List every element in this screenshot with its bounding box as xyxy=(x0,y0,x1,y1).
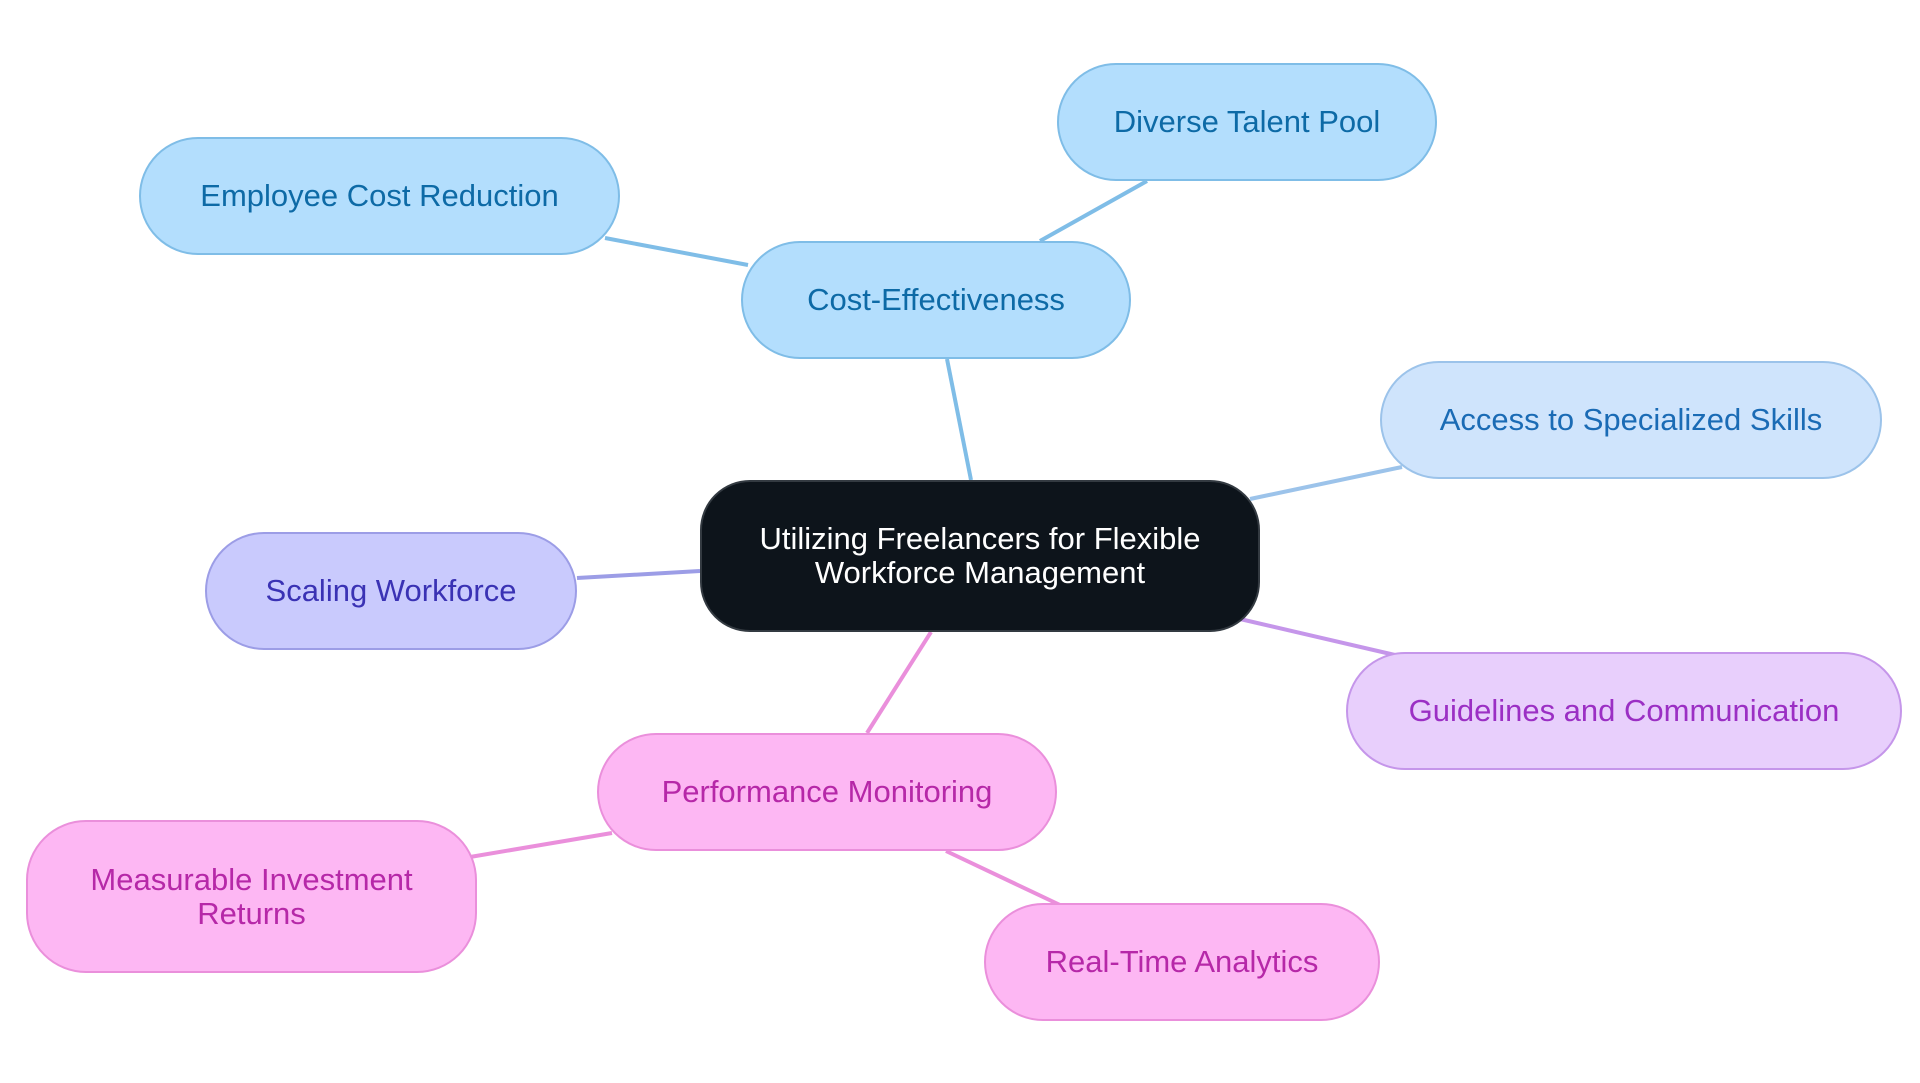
root-label-line1: Utilizing Freelancers for Flexible xyxy=(759,521,1201,556)
edge-performance-realtime xyxy=(945,849,1061,907)
node-guidelines-communication: Guidelines and Communication xyxy=(1346,652,1902,770)
edge-root-access xyxy=(1249,465,1403,501)
root-node: Utilizing Freelancers for Flexible Workf… xyxy=(700,480,1260,632)
node-label: Diverse Talent Pool xyxy=(1113,104,1381,139)
node-label: Cost-Effectiveness xyxy=(807,282,1065,317)
node-employee-cost-reduction: Employee Cost Reduction xyxy=(139,137,620,255)
node-label-line2: Returns xyxy=(197,895,306,931)
node-real-time-analytics: Real-Time Analytics xyxy=(984,903,1380,1021)
edge-root-guidelines xyxy=(1239,617,1396,657)
node-scaling-workforce: Scaling Workforce xyxy=(205,532,577,650)
node-label-line1: Measurable Investment xyxy=(90,861,413,897)
node-access-specialized-skills: Access to Specialized Skills xyxy=(1380,361,1882,479)
edge-cost-diverse xyxy=(1039,179,1148,243)
node-cost-effectiveness: Cost-Effectiveness xyxy=(741,241,1131,359)
root-label-line2: Workforce Management xyxy=(814,555,1146,590)
edge-cost-employee xyxy=(604,236,749,267)
node-measurable-investment-returns: Measurable Investment Returns xyxy=(26,820,477,973)
node-diverse-talent-pool: Diverse Talent Pool xyxy=(1057,63,1437,181)
edge-root-scaling xyxy=(576,569,701,580)
edge-performance-measurable xyxy=(469,831,613,859)
node-label: Scaling Workforce xyxy=(265,573,517,608)
node-label: Guidelines and Communication xyxy=(1408,693,1840,728)
node-label: Access to Specialized Skills xyxy=(1439,402,1823,437)
edge-root-cost xyxy=(945,358,973,481)
node-label: Employee Cost Reduction xyxy=(200,178,559,213)
edge-root-performance xyxy=(865,630,933,735)
node-label: Real-Time Analytics xyxy=(1045,944,1319,979)
node-label: Performance Monitoring xyxy=(661,774,993,809)
node-performance-monitoring: Performance Monitoring xyxy=(597,733,1057,851)
